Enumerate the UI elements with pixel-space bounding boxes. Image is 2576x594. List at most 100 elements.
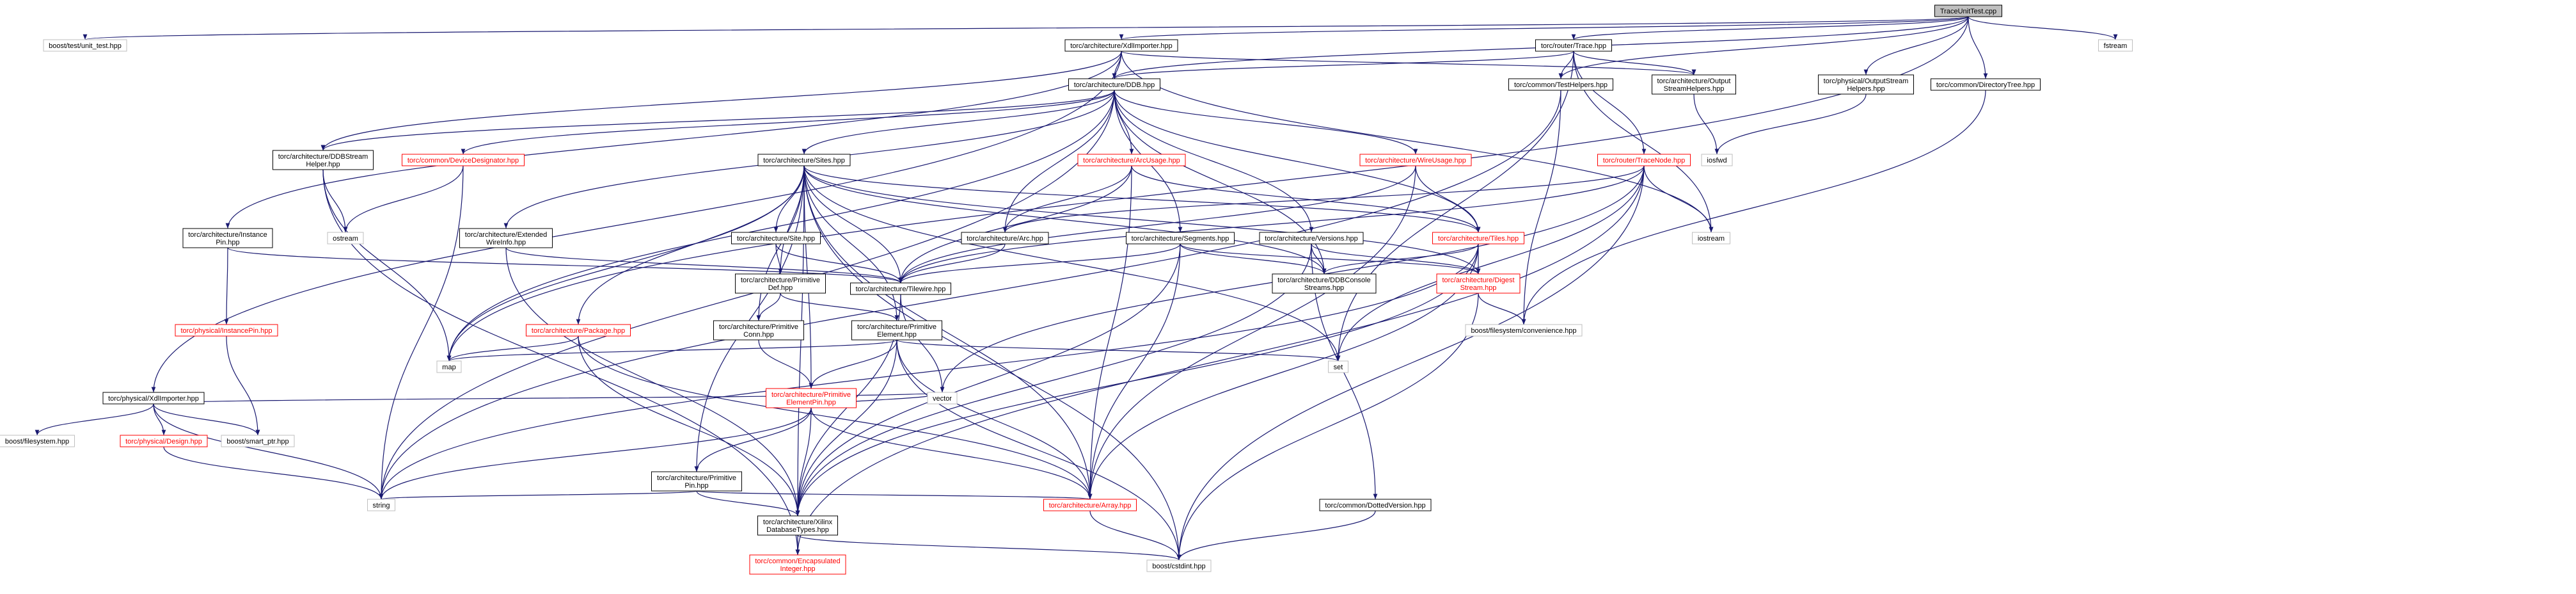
node-box [850,282,951,295]
node-map[interactable]: map [436,360,462,373]
edge-root-to-unit_test [84,16,1969,40]
node-box [1272,273,1377,294]
node-iosfwd[interactable]: iosfwd [1701,154,1733,166]
edge-sites-to-set [803,165,1341,362]
node-directorytree[interactable]: torc/common/DirectoryTree.hpp [1931,78,2041,91]
node-label: Helpers.hpp [1847,85,1885,93]
node-label: boost/smart_ptr.hpp [226,438,288,446]
node-primitiveelementpin[interactable]: torc/architecture/PrimitiveElementPin.hp… [766,388,857,408]
node-xilinxdatabasetypes[interactable]: torc/architecture/XilinxDatabaseTypes.hp… [757,515,838,536]
node-site[interactable]: torc/architecture/Site.hpp [731,232,821,245]
node-ostream[interactable]: ostream [327,232,364,245]
node-box [731,232,821,245]
edge-arcusage-to-array [1087,165,1132,500]
node-trace[interactable]: torc/router/Trace.hpp [1535,39,1612,52]
edge-segments-to-digeststream [1180,243,1481,275]
edge-primitiveelement-to-primitiveelementpin [809,339,897,389]
edge-directorytree-to-convenience [1521,90,1986,325]
node-box [1652,74,1736,95]
node-box [961,232,1049,245]
edge-primitiveelement-to-array [896,339,1093,500]
edge-versions-to-xilinxdatabasetypes [795,243,1312,517]
edge-primitivedef-to-primitiveconn [756,293,781,321]
node-set[interactable]: set [1328,360,1348,373]
edge-outputstreamhelpers_phys-to-iosfwd [1714,93,1867,155]
node-convenience[interactable]: boost/filesystem/convenience.hpp [1465,324,1583,337]
edge-testhelpers-to-string [379,90,1561,500]
node-unit-test[interactable]: boost/test/unit_test.hpp [43,39,127,52]
edge-ddb-to-devicedesignator [461,90,1115,155]
node-root[interactable]: TraceUnitTest.cpp [1934,4,2002,17]
node-box [735,273,826,294]
edge-root-to-directorytree [1968,16,1988,79]
node-arc[interactable]: torc/architecture/Arc.hpp [961,232,1049,245]
node-phys-xdlimporter[interactable]: torc/physical/XdlImporter.hpp [102,392,205,405]
node-box [851,320,942,341]
edge-wireusage-to-tiles [1415,165,1481,233]
node-label: Pin.hpp [684,482,708,490]
node-box [1064,39,1178,52]
node-wireusage[interactable]: torc/architecture/WireUsage.hpp [1359,154,1472,166]
node-sites[interactable]: torc/architecture/Sites.hpp [757,154,851,166]
node-segments[interactable]: torc/architecture/Segments.hpp [1126,232,1235,245]
node-design[interactable]: torc/physical/Design.hpp [120,435,208,447]
node-xdlimporter[interactable]: torc/architecture/XdlImporter.hpp [1064,39,1178,52]
edge-dottedversion-to-cstdint [1176,510,1376,561]
node-label: Streams.hpp [1304,284,1344,292]
node-tiles[interactable]: torc/architecture/Tiles.hpp [1432,232,1524,245]
node-devicedesignator[interactable]: torc/common/DeviceDesignator.hpp [402,154,525,166]
node-label: torc/router/Trace.hpp [1541,42,1606,50]
node-testhelpers[interactable]: torc/common/TestHelpers.hpp [1508,78,1613,91]
node-array[interactable]: torc/architecture/Array.hpp [1043,499,1137,511]
edge-root-to-trace [1571,16,1969,40]
edge-trace-to-outputstreamhelpers_arch [1573,51,1696,76]
node-outputstreamhelpers-arch[interactable]: torc/architecture/OutputStreamHelpers.hp… [1652,74,1736,95]
node-fstream[interactable]: fstream [2098,39,2133,52]
node-versions[interactable]: torc/architecture/Versions.hpp [1259,232,1364,245]
node-boost-filesystem[interactable]: boost/filesystem.hpp [0,435,75,447]
node-arcusage[interactable]: torc/architecture/ArcUsage.hpp [1077,154,1186,166]
node-phys-instancepin[interactable]: torc/physical/InstancePin.hpp [175,324,278,337]
edge-primitiveconn-to-primitiveelementpin [758,339,814,389]
edge-site-to-tilewire [775,243,903,284]
edge-root-to-testhelpers [1558,16,1969,79]
edge-digeststream-to-convenience [1478,293,1526,325]
edge-sites-to-primitivepin [694,165,805,472]
edge-primitivepin-to-xilinxdatabasetypes [696,490,800,517]
node-label: torc/architecture/Xilinx [763,518,833,526]
node-tracenode[interactable]: torc/router/TraceNode.hpp [1597,154,1691,166]
node-box [1597,154,1691,166]
node-dottedversion[interactable]: torc/common/DottedVersion.hpp [1319,499,1432,511]
edge-tracenode-to-tilewire [898,165,1645,284]
edge-primitiveelement-to-map [446,339,897,362]
node-cstdint[interactable]: boost/cstdint.hpp [1146,559,1212,572]
node-package[interactable]: torc/architecture/Package.hpp [526,324,631,337]
node-label: torc/architecture/Output [1657,77,1731,85]
node-smart-ptr[interactable]: boost/smart_ptr.hpp [221,435,295,447]
node-vector[interactable]: vector [927,392,958,405]
edge-primitivepin-to-string [379,490,697,500]
node-label: torc/architecture/Package.hpp [532,327,625,335]
node-instancepin[interactable]: torc/architecture/InstancePin.hpp [182,228,273,248]
node-label: Integer.hpp [780,565,815,573]
edge-root-to-outputstreamhelpers_phys [1863,16,1969,76]
node-tilewire[interactable]: torc/architecture/Tilewire.hpp [850,282,951,295]
node-string[interactable]: string [367,499,395,511]
node-label: torc/physical/Design.hpp [125,438,202,446]
edge-design-to-string [163,446,384,500]
node-ddb[interactable]: torc/architecture/DDB.hpp [1068,78,1160,91]
node-box [43,39,127,52]
edge-sites-to-ddbconsolestreams [803,165,1327,275]
edge-tiles-to-xilinxdatabasetypes [795,243,1479,517]
node-iostream[interactable]: iostream [1692,232,1730,245]
